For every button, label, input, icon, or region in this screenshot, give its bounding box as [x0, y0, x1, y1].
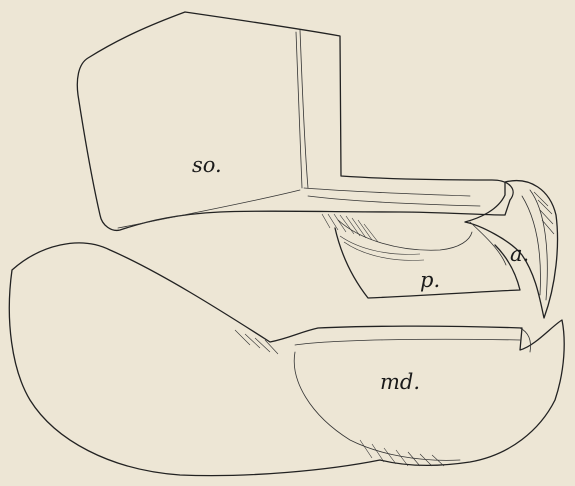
label-so: so.	[192, 153, 222, 177]
label-md: md.	[380, 370, 420, 394]
label-a: a.	[510, 242, 529, 266]
label-p: p.	[420, 268, 440, 292]
lower-jaw-md	[9, 243, 564, 476]
upper-plate-so	[77, 12, 513, 230]
